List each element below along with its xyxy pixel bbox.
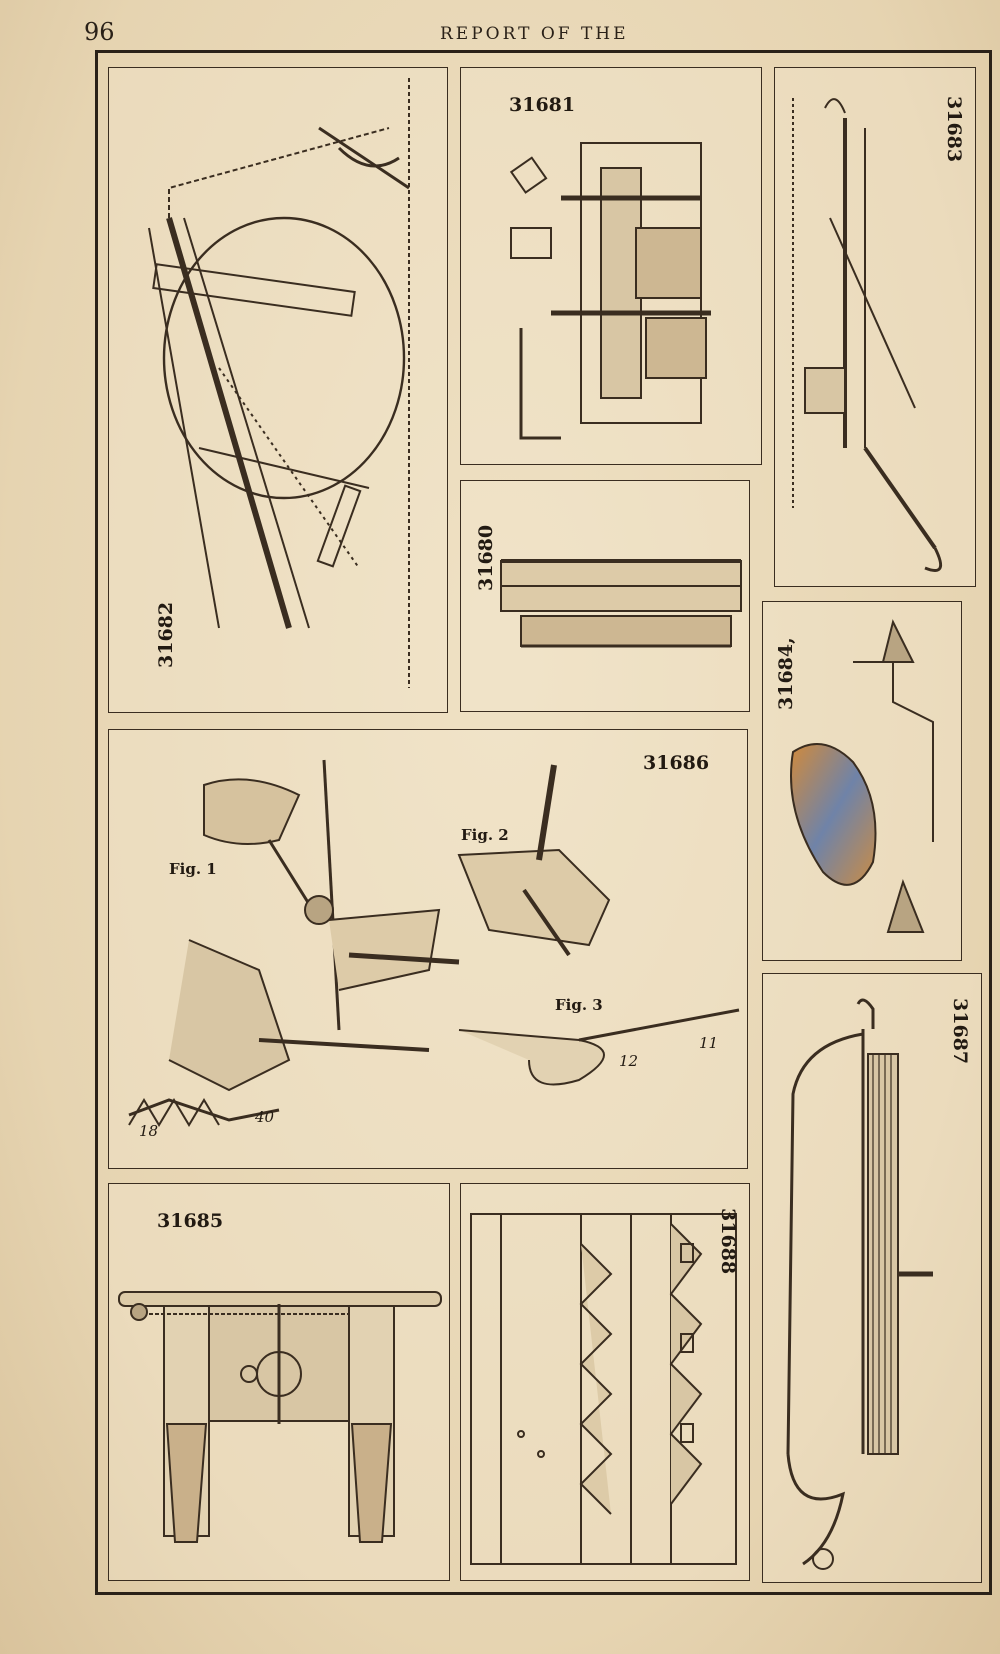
figure-label-1: Fig. 1 — [169, 860, 217, 878]
panel-31681: 31681 — [460, 67, 762, 465]
panel-31684: 31684, — [762, 601, 962, 961]
figure-label-2: Fig. 2 — [461, 826, 509, 844]
patent-number-31686: 31686 — [643, 752, 710, 774]
patent-number-31683: 31683 — [943, 96, 965, 163]
reference-number-18: 18 — [139, 1122, 159, 1140]
panel-31685: 31685 — [108, 1183, 450, 1581]
panel-31682: 31682 — [108, 67, 448, 713]
gear-mechanism-drawing — [509, 142, 711, 440]
reference-number-12: 12 — [619, 1052, 639, 1070]
reference-number-40: 40 — [255, 1108, 275, 1126]
reference-number-11: 11 — [699, 1034, 719, 1052]
page-number: 96 — [84, 18, 115, 46]
plow-point-drawing — [790, 619, 934, 933]
patent-number-31682: 31682 — [155, 601, 177, 668]
patent-number-31681: 31681 — [509, 94, 576, 116]
panel-31680: 31680 — [460, 480, 750, 712]
panel-31688: 31688 — [460, 1183, 750, 1581]
harvester-rake-drawing — [128, 759, 740, 1127]
patent-number-31687: 31687 — [949, 998, 971, 1065]
patent-number-31688: 31688 — [717, 1208, 739, 1275]
panel-31683: 31683 — [774, 67, 976, 587]
sulky-rake-drawing — [786, 998, 933, 1570]
cutter-bar-drawing — [470, 1213, 737, 1565]
engraving-plate: 31682 31681 — [95, 50, 992, 1595]
figure-label-3: Fig. 3 — [555, 996, 603, 1014]
roller-drawing — [500, 559, 742, 648]
table-mechanism-drawing — [118, 1291, 442, 1543]
harrow-hitch-drawing — [792, 98, 943, 572]
patent-number-31685: 31685 — [157, 1210, 224, 1232]
panel-31686: 31686 Fig. 1 Fig. 2 Fig. 3 40 18 12 11 — [108, 729, 748, 1169]
patent-number-31680: 31680 — [475, 524, 497, 591]
reaper-drawing — [148, 78, 410, 688]
panel-31687: 31687 — [762, 973, 982, 1583]
running-title: REPORT OF THE — [440, 24, 629, 44]
patent-number-31684: 31684, — [775, 637, 797, 710]
